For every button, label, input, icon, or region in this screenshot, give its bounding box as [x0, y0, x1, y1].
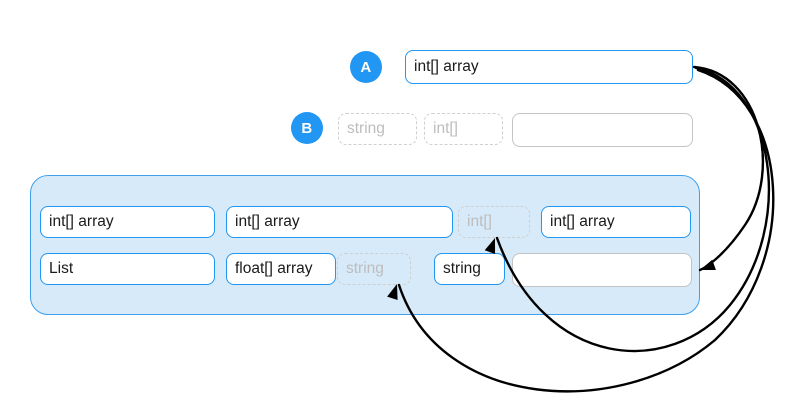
panel-slot-r1-c3[interactable]: int[] [458, 206, 530, 238]
panel-slot-r2-c2[interactable]: float[] array [226, 253, 336, 285]
panel-slot-r2-c4[interactable]: string [434, 253, 505, 285]
panel-slot-r1-c1[interactable]: int[] array [40, 206, 215, 238]
candidate-panel [30, 175, 700, 315]
panel-slot-r1-c4[interactable]: int[] array [541, 206, 691, 238]
slot-row-b-2[interactable] [512, 113, 693, 147]
badge-b: B [291, 112, 323, 144]
panel-slot-r1-c2[interactable]: int[] array [226, 206, 453, 238]
slot-row-b-0[interactable]: string [338, 113, 417, 145]
badge-a: A [350, 51, 382, 83]
panel-slot-r2-c3[interactable]: string [337, 253, 411, 285]
arrow-a-to-empty-slot [692, 65, 765, 272]
arrow-a-to-empty-slot-head [700, 259, 716, 271]
slot-row-b-1[interactable]: int[] [424, 113, 503, 145]
slot-row-a-0[interactable]: int[] array [405, 50, 693, 84]
panel-slot-r2-c5[interactable] [512, 253, 692, 287]
panel-slot-r2-c1[interactable]: List [40, 253, 215, 285]
